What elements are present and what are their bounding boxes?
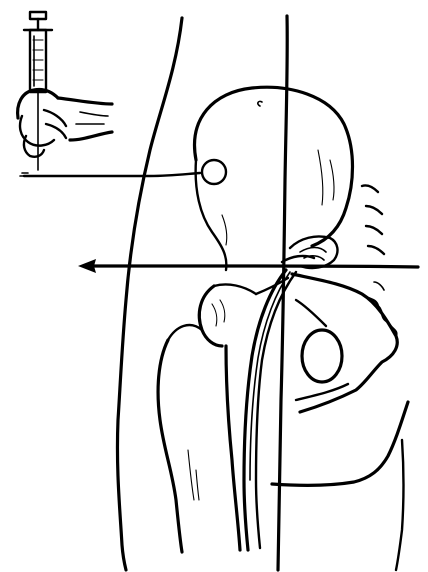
sacral-dash-2: [366, 206, 382, 214]
syringe-barrel: [30, 30, 46, 92]
pubic-ramus-upper: [296, 300, 326, 326]
hand-knuckle-2: [46, 124, 66, 138]
sacral-dash-4: [368, 246, 384, 254]
needle-tip-dots: [20, 173, 30, 176]
sacral-dash-3: [366, 226, 382, 234]
horizontal-line-arrowhead: [78, 259, 96, 273]
femur-shaft-lateral-top: [168, 325, 202, 340]
trochanter-outer-contour: [214, 284, 256, 294]
femur-shaft-shading-1: [188, 450, 194, 500]
greater-trochanter-outline: [199, 286, 222, 346]
hand-icon: [18, 89, 112, 156]
hand-wrist-top: [58, 98, 112, 104]
pelvis-lower-outline: [292, 274, 397, 412]
gluteal-contour-right: [272, 402, 408, 485]
trochanter-shading: [212, 300, 225, 326]
ilium-shading-2: [330, 160, 334, 200]
femur-shaft-medial: [226, 346, 240, 550]
iliac-crest-outline: [195, 87, 353, 246]
injection-target-site: [202, 160, 226, 184]
femur-shaft-lateral: [158, 340, 182, 552]
sacroiliac-joint-lines: [290, 236, 337, 268]
sacral-dash-1: [362, 185, 378, 192]
gluteal-fold-lower: [396, 440, 404, 570]
sacroiliac-detail-1: [300, 248, 326, 253]
femur-shaft-shading-2: [196, 470, 199, 500]
nerve-bundle-crossing: [282, 256, 314, 262]
obturator-foramen: [302, 330, 342, 382]
target-pointer-line: [24, 173, 200, 176]
horizontal-reference-line: [90, 266, 418, 267]
hand-shading: [76, 112, 108, 124]
ilium-shading-3: [222, 215, 227, 245]
hand-wrist-bottom: [70, 132, 112, 140]
ilium-shading-1: [318, 150, 323, 205]
sacral-dash-5: [374, 282, 384, 290]
ilium-inner-ridge: [258, 101, 262, 106]
